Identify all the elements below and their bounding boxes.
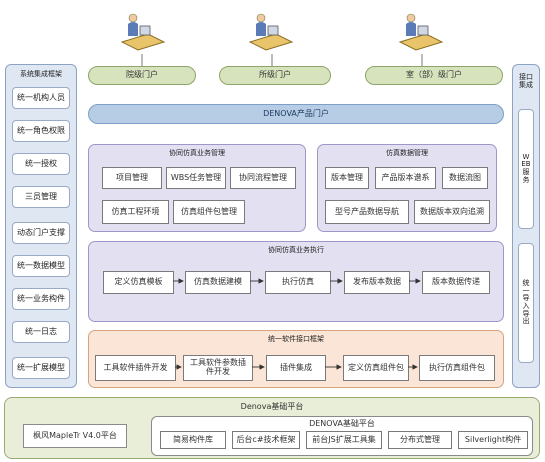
left-item-1[interactable]: 统一机构人员 bbox=[12, 87, 70, 109]
collab-execution-panel: 协同仿真业务执行 定义仿真模板 仿真数据建模 执行仿真 发布版本数据 版本数据传… bbox=[88, 241, 504, 322]
workflow-mgmt-box[interactable]: 协同流程管理 bbox=[230, 167, 296, 189]
exec-step-2[interactable]: 仿真数据建模 bbox=[185, 271, 251, 294]
left-item-6[interactable]: 统一数据模型 bbox=[12, 255, 70, 277]
sim-data-mgmt-panel: 仿真数据管理 版本管理 产品版本谱系 数据流图 型号产品数据导航 数据版本双向追… bbox=[317, 144, 497, 232]
product-portal-bar[interactable]: DENOVA产品门户 bbox=[88, 104, 504, 124]
denova-base-platform: Denova基础平台 枫风MapleTr V4.0平台 DENOVA基础平台 简… bbox=[4, 397, 540, 459]
inner-platform-box: DENOVA基础平台 简易构件库 后台c#技术框架 前台JS扩展工具集 分布式管… bbox=[151, 416, 533, 456]
user-figure-1 bbox=[118, 8, 168, 54]
model-data-nav-box[interactable]: 型号产品数据导航 bbox=[325, 200, 409, 224]
sim-env-box[interactable]: 仿真工程环境 bbox=[102, 200, 169, 224]
section-title: 协同仿真业务执行 bbox=[268, 246, 324, 255]
product-version-tree-box[interactable]: 产品版本谱系 bbox=[375, 167, 436, 189]
iface-step-1[interactable]: 工具软件插件开发 bbox=[95, 355, 176, 381]
left-item-9[interactable]: 统一扩展模型 bbox=[12, 357, 70, 379]
person-at-desk-icon bbox=[120, 13, 166, 51]
panel-title: 系统集成框架 bbox=[20, 70, 62, 79]
user-figure-3 bbox=[396, 8, 446, 54]
section-title: 协同仿真业务管理 bbox=[169, 149, 225, 158]
wbs-task-mgmt-box[interactable]: WBS任务管理 bbox=[166, 167, 226, 189]
system-integration-panel: 系统集成框架 统一机构人员 统一角色权限 统一授权 三员管理 动态门户支撑 统一… bbox=[5, 64, 77, 388]
panel-title: 接口集成 bbox=[519, 73, 533, 89]
exec-step-3[interactable]: 执行仿真 bbox=[265, 271, 331, 294]
person-at-desk-icon bbox=[398, 13, 444, 51]
section-title: 统一软件接口框架 bbox=[268, 335, 324, 344]
portal-institute[interactable]: 院级门户 bbox=[88, 66, 196, 85]
left-item-4[interactable]: 三员管理 bbox=[12, 186, 70, 208]
maple-platform-box[interactable]: 枫风MapleTr V4.0平台 bbox=[23, 424, 127, 448]
sim-component-pkg-box[interactable]: 仿真组件包管理 bbox=[173, 200, 245, 224]
version-trace-box[interactable]: 数据版本双向追溯 bbox=[414, 200, 490, 224]
platform-item-5[interactable]: Silverlight构件 bbox=[458, 431, 528, 449]
platform-item-2[interactable]: 后台c#技术框架 bbox=[232, 431, 300, 449]
left-item-5[interactable]: 动态门户支撑 bbox=[12, 222, 70, 244]
iface-step-3[interactable]: 插件集成 bbox=[266, 355, 326, 381]
iface-step-2[interactable]: 工具软件参数插件开发 bbox=[183, 355, 253, 381]
platform-title: Denova基础平台 bbox=[240, 401, 304, 411]
person-at-desk-icon bbox=[248, 13, 294, 51]
left-item-7[interactable]: 统一业务构件 bbox=[12, 288, 70, 310]
left-item-8[interactable]: 统一日志 bbox=[12, 321, 70, 343]
iface-step-4[interactable]: 定义仿真组件包 bbox=[343, 355, 409, 381]
exec-step-5[interactable]: 版本数据传递 bbox=[422, 271, 490, 294]
exec-step-4[interactable]: 发布版本数据 bbox=[344, 271, 410, 294]
web-service-item[interactable]: WEB服务 bbox=[518, 109, 534, 229]
left-item-2[interactable]: 统一角色权限 bbox=[12, 120, 70, 142]
platform-item-4[interactable]: 分布式管理 bbox=[388, 431, 452, 449]
collab-business-mgmt-panel: 协同仿真业务管理 项目管理 WBS任务管理 协同流程管理 仿真工程环境 仿真组件… bbox=[88, 144, 306, 232]
left-item-3[interactable]: 统一授权 bbox=[12, 153, 70, 175]
iface-step-5[interactable]: 执行仿真组件包 bbox=[419, 355, 495, 381]
software-interface-panel: 统一软件接口框架 工具软件插件开发 工具软件参数插件开发 插件集成 定义仿真组件… bbox=[88, 330, 504, 388]
interface-integration-panel: 接口集成 WEB服务 统一导入导出 bbox=[512, 64, 540, 388]
version-mgmt-box[interactable]: 版本管理 bbox=[325, 167, 369, 189]
portal-department[interactable]: 所级门户 bbox=[219, 66, 331, 85]
inner-platform-title: DENOVA基础平台 bbox=[309, 419, 375, 429]
user-figure-2 bbox=[246, 8, 296, 54]
data-flow-box[interactable]: 数据流图 bbox=[442, 167, 488, 189]
platform-item-3[interactable]: 前台JS扩展工具集 bbox=[306, 431, 382, 449]
platform-item-1[interactable]: 简易构件库 bbox=[160, 431, 226, 449]
portal-office[interactable]: 室（部）级门户 bbox=[365, 66, 503, 85]
section-title: 仿真数据管理 bbox=[386, 149, 428, 158]
import-export-item[interactable]: 统一导入导出 bbox=[518, 243, 534, 363]
exec-step-1[interactable]: 定义仿真模板 bbox=[103, 271, 174, 294]
project-mgmt-box[interactable]: 项目管理 bbox=[102, 167, 162, 189]
